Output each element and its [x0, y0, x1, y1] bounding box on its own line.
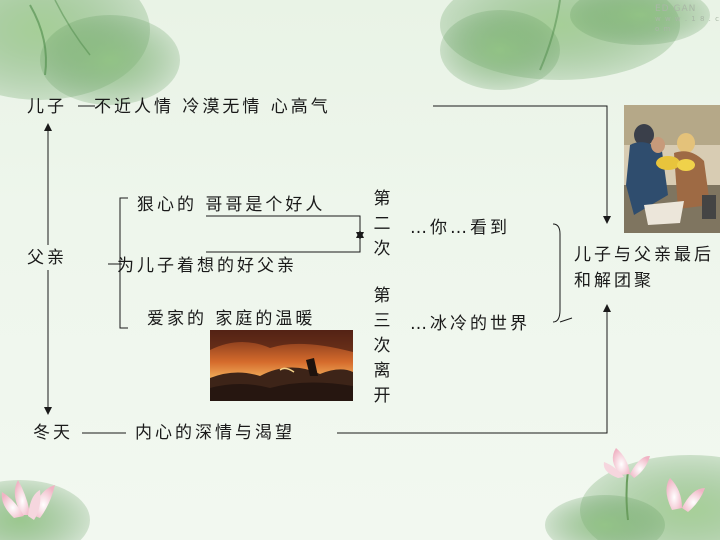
watermark: ED GAN w w w . 1 8 . c o m [655, 4, 720, 34]
label-son-traits: 不近人情 冷漠无情 心高气 [94, 97, 331, 117]
label-mid-2: …冰冷的世界 [410, 314, 530, 334]
lotus-bottom-right [545, 448, 720, 540]
label-bracket-2: 为儿子着想的好父亲 [117, 256, 297, 276]
lotus-bottom-left [0, 480, 90, 540]
label-result: 儿子与父亲最后和解团聚 [574, 245, 714, 291]
leaf-top-right [440, 0, 710, 90]
stormy-sea-painting [210, 330, 353, 401]
label-bracket-1: 狠心的 哥哥是个好人 [137, 195, 326, 215]
connector-b1 [206, 215, 364, 240]
connector-top-right [433, 105, 611, 224]
label-second-time: 第二次 [373, 189, 391, 259]
label-winter-desc: 内心的深情与渴望 [135, 423, 295, 443]
watermark-line2: w w w . 1 8 . c o m [655, 15, 720, 33]
label-mid-1: …你…看到 [410, 218, 510, 238]
label-son: 儿子 [27, 97, 67, 117]
left-bracket [119, 197, 128, 329]
connector-b2 [206, 230, 364, 253]
leaf-top-left [0, 0, 180, 105]
family-illustration [624, 105, 720, 233]
connector-bottom [337, 304, 611, 434]
connector-mid2 [559, 317, 573, 323]
watermark-line1: ED GAN [655, 4, 697, 14]
label-father: 父亲 [27, 248, 67, 268]
label-winter: 冬天 [33, 423, 73, 443]
right-bracket [552, 223, 561, 323]
label-third-leave: 第三次离开 [373, 286, 391, 406]
label-bracket-3: 爱家的 家庭的温暖 [147, 309, 316, 329]
